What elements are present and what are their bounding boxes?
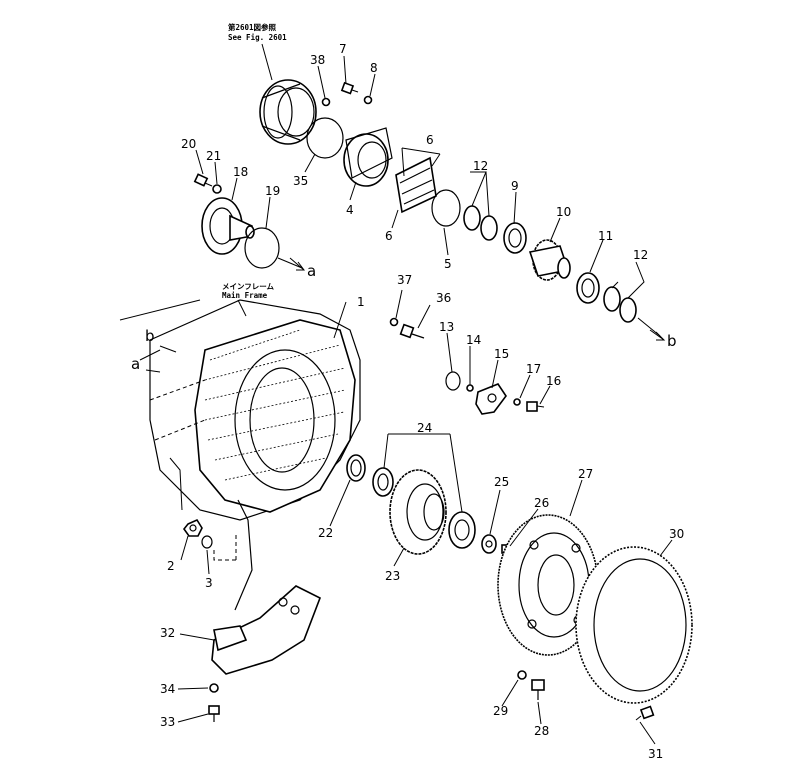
part-35-o-ring [306, 117, 344, 159]
label-part-29: 29 [493, 704, 508, 718]
label-part-36: 36 [436, 291, 451, 305]
label-part-19: 19 [265, 184, 280, 198]
label-part-1: 1 [357, 295, 365, 309]
part-19-o-ring [244, 227, 280, 269]
label-part-12-upper: 12 [473, 159, 488, 173]
label-part-7: 7 [339, 42, 347, 56]
part-29-washer [517, 670, 527, 680]
part-12-bearing-d [619, 297, 637, 323]
part-24-bearing-inner [448, 511, 476, 549]
part-7-bolt [340, 81, 359, 95]
part-number-labels: 1 2 3 4 5 6 6 7 8 9 10 11 12 12 13 14 15… [160, 42, 684, 761]
label-part-10: 10 [556, 205, 571, 219]
label-part-21: 21 [206, 149, 221, 163]
label-part-14: 14 [466, 333, 481, 347]
part-10-pinion-gear [528, 239, 571, 281]
part-6-shim [395, 156, 437, 214]
label-part-17: 17 [526, 362, 541, 376]
part-3-o-ring [201, 535, 213, 549]
main-frame-label-jp: メインフレーム [222, 282, 275, 291]
part-16-bolt [526, 401, 545, 412]
label-part-35: 35 [293, 174, 308, 188]
label-part-20: 20 [181, 137, 196, 151]
label-part-37: 37 [397, 273, 412, 287]
see-figure-note-jp: 第2601図参照 [228, 22, 277, 32]
part-8-washer [363, 95, 373, 105]
part-11-bearing [576, 272, 600, 304]
part-17-washer [513, 398, 521, 406]
label-part-6-upper: 6 [426, 133, 434, 147]
part-37-washer [389, 317, 399, 327]
part-28-bolt [531, 679, 545, 700]
label-part-27: 27 [578, 467, 593, 481]
label-part-26: 26 [534, 496, 549, 510]
main-frame [119, 299, 361, 611]
part-32-bracket [211, 585, 322, 675]
part-36-bolt [399, 323, 425, 339]
part-31-bolt [635, 705, 655, 721]
leader-lines [145, 55, 673, 745]
label-part-22: 22 [318, 526, 333, 540]
arrow-a-right [289, 257, 305, 271]
label-part-15: 15 [494, 347, 509, 361]
label-part-23: 23 [385, 569, 400, 583]
label-part-18: 18 [233, 165, 248, 179]
section-marker-b-left: b [145, 327, 155, 345]
part-12-bearing-b [480, 215, 498, 241]
part-12-bearing-c [603, 286, 621, 312]
leader-main-frame [237, 299, 247, 317]
part-4-cage [343, 127, 393, 187]
part-5-o-ring [431, 189, 461, 227]
label-part-24: 24 [417, 421, 432, 435]
label-part-28: 28 [534, 724, 549, 738]
section-marker-a-left: a [131, 355, 140, 373]
section-marker-b-right: b [667, 332, 677, 350]
label-part-9: 9 [511, 179, 519, 193]
part-33-bolt [208, 705, 220, 722]
label-part-12-lower: 12 [633, 248, 648, 262]
main-frame-label-en: Main Frame [222, 291, 268, 300]
part-38-washer [321, 97, 331, 107]
label-part-3: 3 [205, 576, 213, 590]
part-14-washer [466, 384, 474, 392]
label-part-38: 38 [310, 53, 325, 67]
label-part-32: 32 [160, 626, 175, 640]
label-part-34: 34 [160, 682, 175, 696]
part-13-o-ring [445, 371, 461, 391]
label-part-2: 2 [167, 559, 175, 573]
leader-see-fig [261, 43, 273, 81]
label-part-13: 13 [439, 320, 454, 334]
label-part-31: 31 [648, 747, 663, 761]
part-9-bearing [503, 222, 527, 254]
arrow-b-right [649, 329, 666, 341]
part-25-washer [481, 534, 497, 554]
see-figure-note-en: See Fig. 2601 [228, 33, 287, 42]
label-part-8: 8 [370, 61, 378, 75]
label-part-33: 33 [160, 715, 175, 729]
label-part-6-lower: 6 [385, 229, 393, 243]
part-18-flange-shaft [201, 197, 255, 255]
part-21-washer [212, 184, 222, 194]
label-part-11: 11 [598, 229, 613, 243]
part-34-washer [209, 683, 219, 693]
part-22-seal [346, 454, 366, 482]
section-marker-a-right: a [307, 262, 316, 280]
part-23-housing [389, 469, 447, 555]
part-15-bracket [475, 383, 507, 415]
label-part-30: 30 [669, 527, 684, 541]
label-part-4: 4 [346, 203, 354, 217]
part-20-bolt [193, 173, 213, 187]
cage-assembly [259, 79, 317, 145]
label-part-25: 25 [494, 475, 509, 489]
label-part-5: 5 [444, 257, 452, 271]
part-12-bearing-a [463, 205, 481, 231]
part-2-nut [182, 518, 203, 537]
part-30-ring-gear [575, 546, 693, 704]
label-part-16: 16 [546, 374, 561, 388]
part-24-bearing-outer [372, 467, 394, 497]
